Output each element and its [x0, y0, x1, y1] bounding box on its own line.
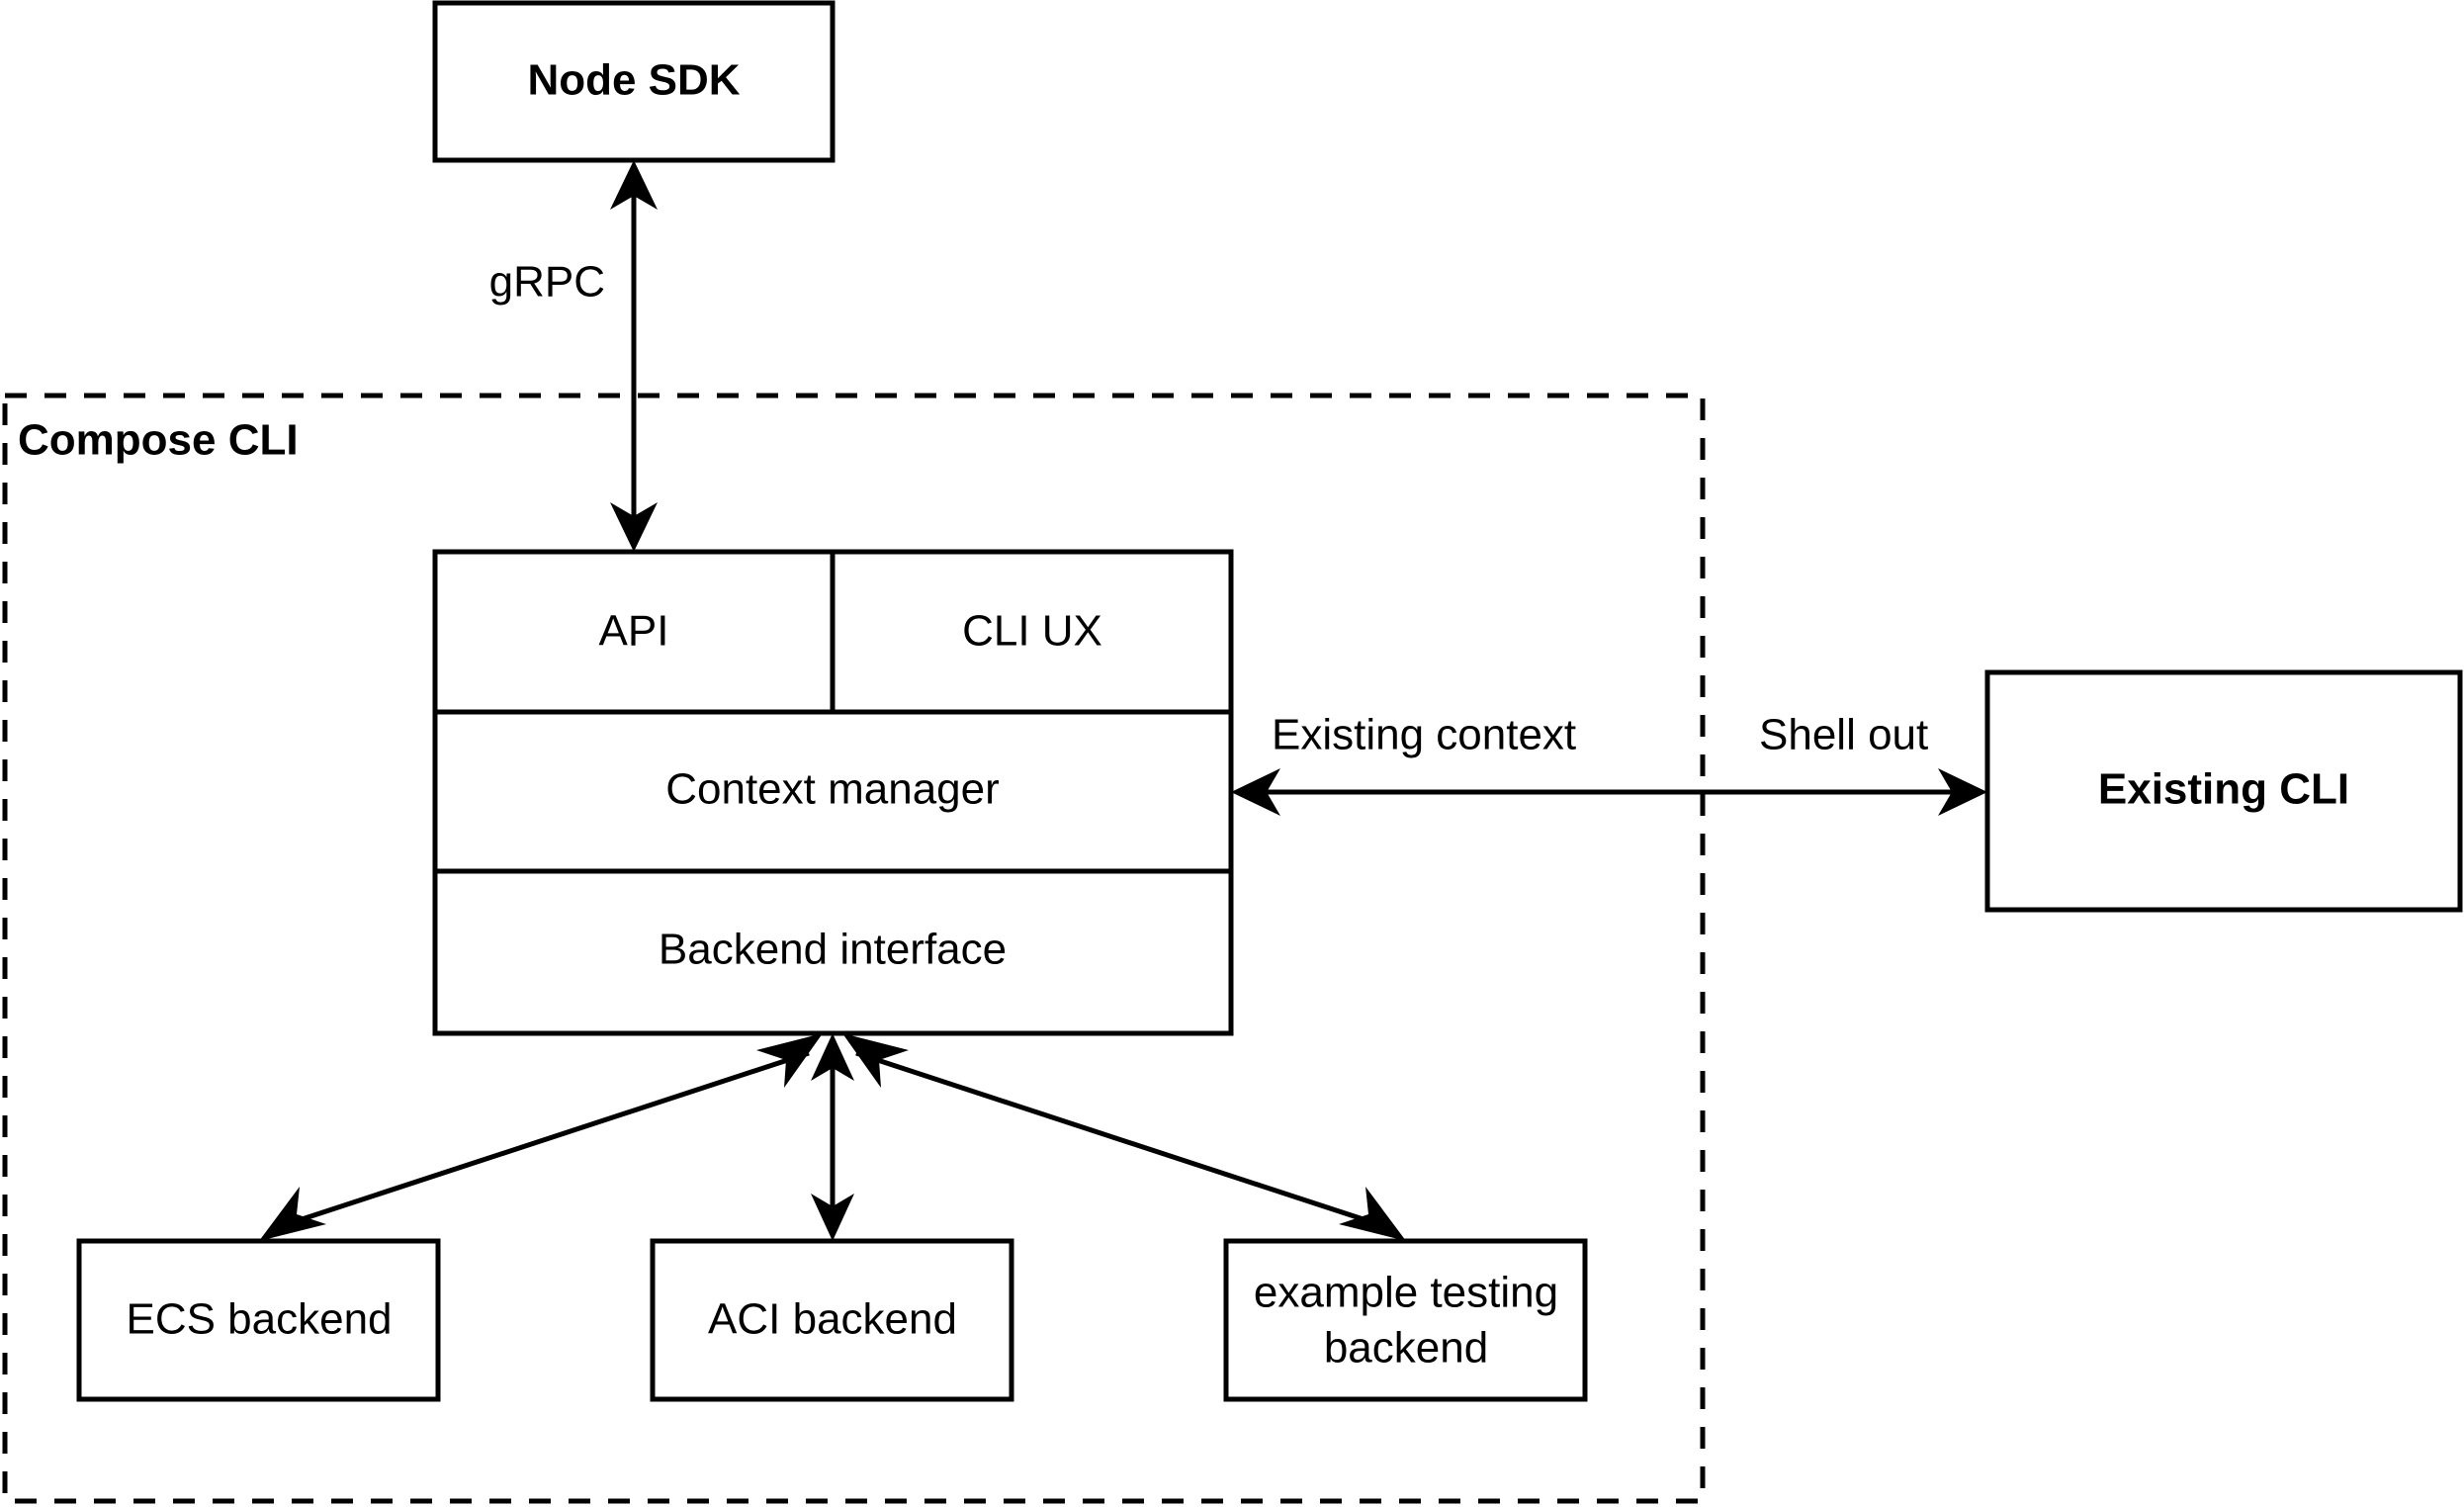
aci-backend-arrowhead-down [811, 1194, 854, 1241]
shell-out-edge-label: Shell out [1759, 711, 1928, 759]
example-testing-backend-label-line2: backend [1324, 1324, 1488, 1373]
compose-cli-group-label: Compose CLI [18, 416, 299, 465]
existing-cli-edge: Existing context Shell out [1231, 711, 1987, 816]
node-sdk-box[interactable] [432, 0, 836, 163]
compose-cli-group-border [2, 393, 1706, 1504]
grpc-arrowhead-down [610, 502, 658, 552]
context-manager-label: Context manager [665, 765, 1000, 814]
api-label: API [599, 607, 669, 656]
ecs-backend-edge-line [286, 1050, 810, 1227]
grpc-edge: gRPC [489, 160, 658, 552]
existing-context-arrowhead-left [1231, 768, 1280, 816]
grpc-arrowhead-up [610, 160, 658, 210]
cli-ux-label: CLI UX [962, 607, 1102, 656]
aci-backend-arrowhead-up [811, 1033, 854, 1081]
example-testing-backend-box[interactable] [1223, 1238, 1588, 1402]
ecs-backend-box[interactable] [76, 1238, 441, 1402]
node-sdk-label: Node SDK [527, 56, 740, 105]
example-testing-arrowhead-down [1339, 1187, 1406, 1241]
aci-backend-label: ACI backend [708, 1295, 957, 1344]
existing-cli-label: Existing CLI [2098, 765, 2349, 814]
backend-interface-label: Backend interface [659, 926, 1007, 974]
existing-cli-box[interactable] [1984, 669, 2463, 913]
example-testing-backend-edge-line [855, 1050, 1379, 1227]
ecs-backend-label: ECS backend [126, 1295, 392, 1344]
example-testing-backend-edge [842, 1033, 1406, 1241]
existing-context-edge-label: Existing context [1272, 711, 1576, 759]
ecs-backend-arrowhead-up [756, 1033, 823, 1088]
shell-out-arrowhead-right [1938, 768, 1987, 816]
grpc-edge-label: gRPC [489, 258, 605, 307]
aci-backend-edge [811, 1033, 854, 1241]
example-testing-backend-label-line1: example testing [1254, 1269, 1558, 1317]
aci-backend-box[interactable] [650, 1238, 1014, 1402]
example-testing-arrowhead-up [842, 1033, 909, 1088]
ecs-backend-arrowhead-down [259, 1187, 326, 1241]
ecs-backend-edge [259, 1033, 823, 1241]
